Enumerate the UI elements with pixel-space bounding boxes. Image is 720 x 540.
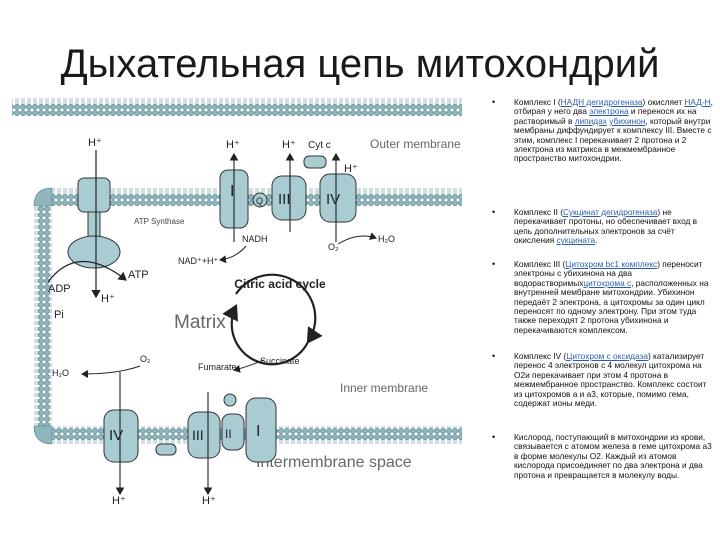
atp-synthase-label: ATP Synthase [134, 217, 185, 226]
citric-acid-cycle: Citric acid cycle [222, 273, 326, 366]
list-item-text: Комплекс I ( [514, 97, 561, 107]
h2o-label: H₂O [52, 368, 69, 378]
h-plus-label: H⁺ [112, 495, 126, 507]
respiratory-chain-diagram: Outer membrane Inner membrane Matrix Int… [12, 98, 462, 507]
list-item-text: ) переносит электроны с убихинона на два… [514, 259, 703, 288]
list-item-text: и перенося их на растворимый в [514, 106, 697, 126]
list-item: Комплекс I (НАДН дегидрогеназа) окисляет… [492, 97, 714, 208]
complex-iii-top: III [271, 175, 307, 221]
complex-iv-label: IV [326, 191, 340, 208]
intermembrane-space-label: Intermembrane space [256, 454, 412, 471]
ubiquinone-top: Q [252, 192, 268, 208]
atp-synthase [67, 177, 121, 269]
h-plus-label: H⁺ [282, 139, 296, 151]
link-cytochrome-c[interactable]: цитохрома c [583, 277, 632, 288]
list-item-text: , расположенных на внутренней мембране м… [514, 277, 709, 335]
complex-i-label: I [256, 423, 260, 440]
link-nad-h[interactable]: НАД-Н [684, 97, 711, 107]
inner-membrane-label: Inner membrane [340, 381, 428, 395]
complex-ii-label: II [225, 427, 232, 441]
complex-iii-bottom: III [187, 411, 221, 459]
link-succinate[interactable]: сукцината [556, 235, 596, 246]
complex-i-bottom: I [245, 397, 277, 463]
succinate-label: Succinate [260, 356, 300, 366]
fumarate-label: Fumarate [198, 362, 237, 372]
citric-acid-cycle-label: Citric acid cycle [234, 277, 326, 291]
atp-label: ATP [128, 269, 149, 281]
h-plus-label: H⁺ [202, 495, 216, 507]
q-label: Q [256, 196, 263, 206]
complex-iv-label: IV [109, 427, 123, 444]
list-item: Комплекс III (Цитохром bc1 комплекс) пер… [492, 259, 714, 352]
nadh-label: NADH [242, 234, 268, 244]
page-title: Дыхательная цепь митохондрий [60, 42, 660, 86]
h-plus-label: H⁺ [344, 163, 358, 175]
list-item-text: , отбирая у него два [514, 97, 713, 117]
list-item-text: , который внутри мембраны диффундирует к… [514, 115, 712, 164]
link-cytochrome-bc1[interactable]: Цитохром bc1 комплекс [565, 259, 658, 269]
list-item-text: Кислород, поступающий в митохондрии из к… [514, 432, 712, 480]
complex-i-label: I [230, 183, 234, 200]
list-item-text: ) не перекачивает протоны, но обеспечива… [514, 207, 698, 246]
pi-label: Pi [54, 309, 64, 321]
o2-label: O₂ [328, 242, 339, 252]
link-cytochrome-c-oxidase[interactable]: Цитохром с оксидаза [566, 351, 648, 361]
cyt-c-label: Cyt c [308, 140, 331, 151]
h-plus-label: H⁺ [88, 137, 102, 149]
explanation-list: Комплекс I (НАДН дегидрогеназа) окисляет… [492, 97, 714, 480]
complex-ii-bottom: II [221, 413, 245, 451]
complex-iii-label: III [192, 427, 204, 443]
list-item: Комплекс IV (Цитохром с оксидаза) катали… [492, 351, 714, 433]
link-lipids[interactable]: липидах [574, 115, 607, 126]
outer-membrane [12, 98, 462, 116]
list-item-text: Комплекс III ( [514, 259, 566, 269]
inner-membrane-left [34, 200, 52, 432]
complex-iv-bottom: IV [103, 409, 139, 463]
complex-iii-label: III [278, 191, 291, 208]
citric-acid-cycle-text: Citric acid cycle [234, 277, 326, 291]
link-nadh-dehydrogenase[interactable]: НАДН дегидрогеназа [560, 97, 643, 107]
list-item-text: Комплекс IV ( [514, 351, 567, 361]
list-item: Комплекс II (Сукцинат дегидрогеназа) не … [492, 207, 714, 260]
matrix-label: Matrix [174, 312, 226, 333]
h2o-label: H₂O [378, 234, 395, 244]
complex-iv-top: IV [319, 173, 357, 223]
list-item-text: Комплекс II ( [514, 207, 563, 217]
list-item-text: ) катализирует перенос 4 электронов с 4 … [514, 351, 707, 409]
adp-label: ADP [48, 283, 71, 295]
h-plus-label: H⁺ [101, 293, 115, 305]
list-item-text: ) окисляет [642, 97, 685, 107]
h-plus-label: H⁺ [226, 139, 240, 151]
o2-label: O₂ [140, 354, 151, 364]
link-succinate-dehydrogenase[interactable]: Сукцинат дегидрогеназа [562, 207, 658, 217]
link-ubiquinone[interactable]: убихинон [609, 115, 646, 126]
nad-h-label: NAD⁺+H⁺ [178, 256, 219, 266]
outer-membrane-label: Outer membrane [370, 137, 461, 151]
link-electron[interactable]: электрона [589, 106, 629, 117]
list-item-text: . [595, 235, 598, 246]
list-item: Кислород, поступающий в митохондрии из к… [492, 432, 714, 480]
